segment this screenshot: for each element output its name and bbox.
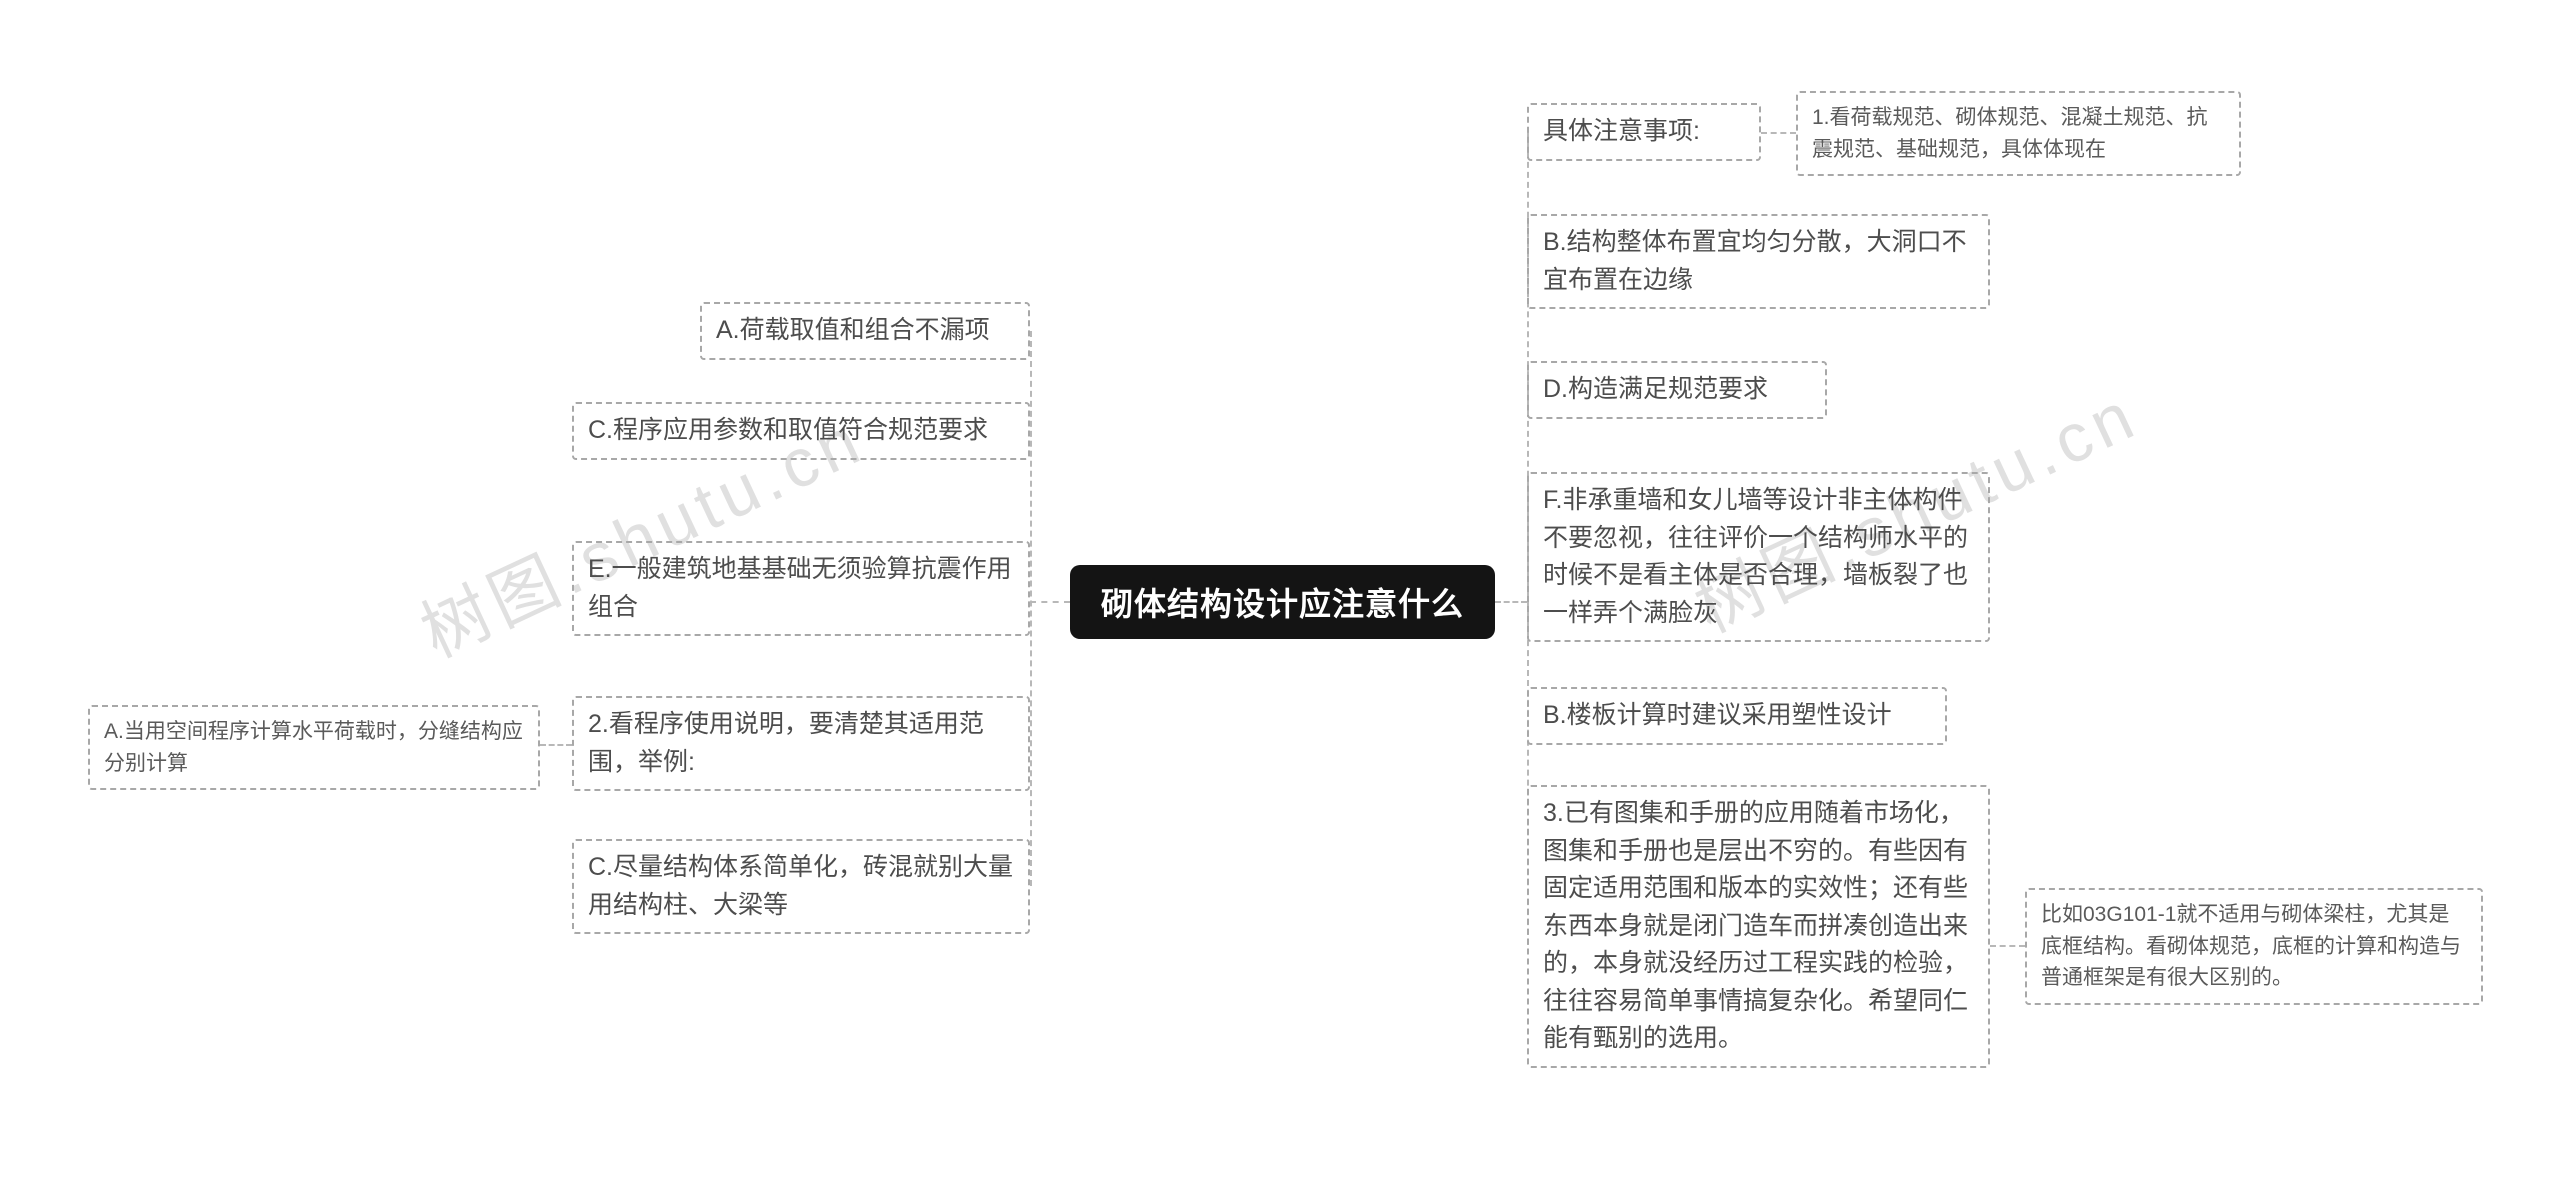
right-node-nonstructural-walls[interactable]: F.非承重墙和女儿墙等设计非主体构件不要忽视，往往评价一个结构师水平的时候不是看… xyxy=(1527,472,1990,642)
right-node-overall-layout[interactable]: B.结构整体布置宜均匀分散，大洞口不宜布置在边缘 xyxy=(1527,214,1990,309)
left-node-foundation-seismic[interactable]: E.一般建筑地基基础无须验算抗震作用组合 xyxy=(572,541,1030,636)
right-node-atlas-manual-usage[interactable]: 3.已有图集和手册的应用随着市场化，图集和手册也是层出不穷的。有些因有固定适用范… xyxy=(1527,785,1990,1068)
right-subnode-codes-list[interactable]: 1.看荷载规范、砌体规范、混凝土规范、抗震规范、基础规范，具体体现在 xyxy=(1796,91,2241,176)
right-subnode-03g101-example[interactable]: 比如03G101-1就不适用与砌体梁柱，尤其是底框结构。看砌体规范，底框的计算和… xyxy=(2025,888,2483,1005)
center-left-connector xyxy=(1030,601,1070,603)
central-topic-node[interactable]: 砌体结构设计应注意什么 xyxy=(1070,565,1495,639)
right-sub-connector-bottom xyxy=(1990,945,2025,947)
left-subnode-seam-structure[interactable]: A.当用空间程序计算水平荷载时，分缝结构应分别计算 xyxy=(88,705,540,790)
left-node-program-manual[interactable]: 2.看程序使用说明，要清楚其适用范围，举例: xyxy=(572,696,1030,791)
left-node-simplify-system[interactable]: C.尽量结构体系简单化，砖混就别大量用结构柱、大梁等 xyxy=(572,839,1030,934)
right-node-specific-notes[interactable]: 具体注意事项: xyxy=(1527,103,1761,161)
right-node-detailing-code[interactable]: D.构造满足规范要求 xyxy=(1527,361,1827,419)
left-sub-connector xyxy=(540,744,572,746)
left-node-program-parameters[interactable]: C.程序应用参数和取值符合规范要求 xyxy=(572,402,1030,460)
right-sub-connector-top xyxy=(1761,132,1796,134)
center-right-connector xyxy=(1495,601,1527,603)
left-node-load-values[interactable]: A.荷载取值和组合不漏项 xyxy=(700,302,1030,360)
right-node-slab-plastic-design[interactable]: B.楼板计算时建议采用塑性设计 xyxy=(1527,687,1947,745)
left-branch-spine xyxy=(1030,331,1032,886)
